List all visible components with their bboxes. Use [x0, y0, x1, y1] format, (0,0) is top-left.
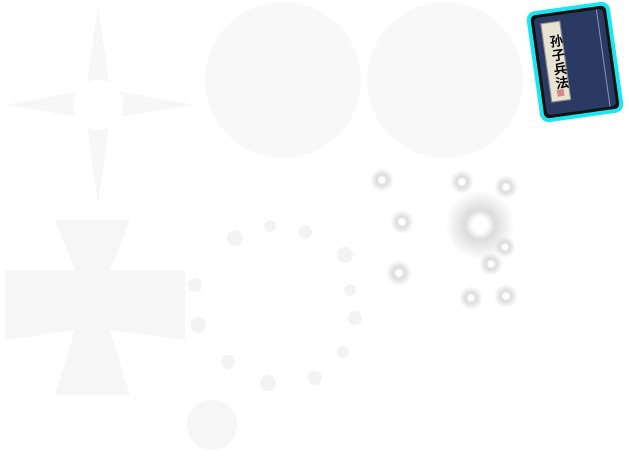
- sparkle-sprite: [459, 286, 483, 310]
- seal-stamp-icon: [556, 88, 565, 97]
- sparkle-sprite: [494, 284, 518, 308]
- sparkle-sprite: [479, 252, 503, 276]
- round-glow-sprite-1: [205, 2, 361, 158]
- book-title: 孙子兵法: [540, 20, 572, 103]
- sparkle-sprite: [370, 168, 394, 192]
- sparkle-sprite: [390, 210, 414, 234]
- particle-ring-sprite: [188, 220, 362, 391]
- small-glow-sprite: [187, 400, 237, 450]
- sparkle-sprite: [450, 170, 474, 194]
- sparkle-sprite: [494, 236, 516, 258]
- round-glow-sprite-2: [367, 2, 523, 158]
- cross-sprite: [5, 220, 185, 395]
- art-of-war-book-icon: 孙子兵法: [525, 0, 625, 124]
- sparkle-sprite: [386, 260, 412, 286]
